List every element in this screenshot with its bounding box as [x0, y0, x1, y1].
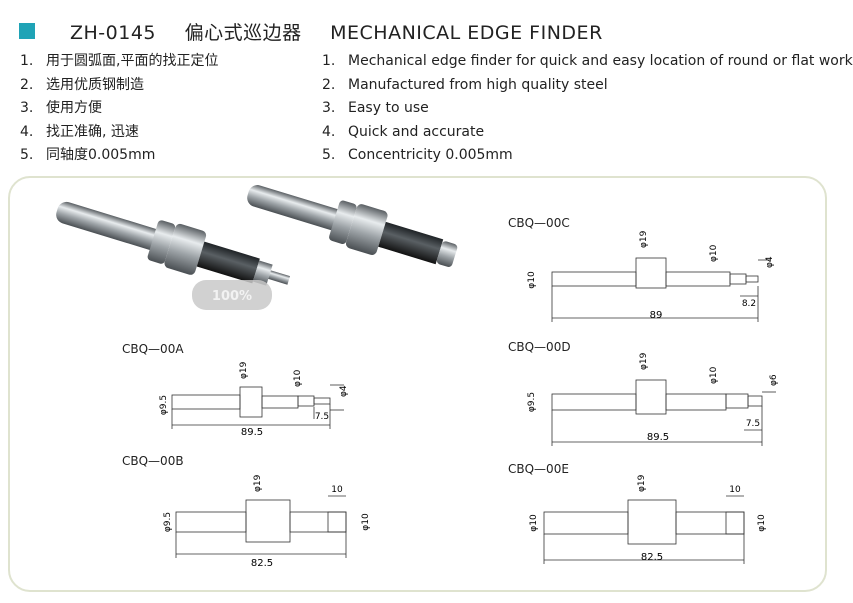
dim-mid-diameter: φ10: [293, 369, 303, 387]
feature-item: 4.找正准确, 迅速: [20, 123, 139, 140]
dim-shank-diameter: φ9.5: [163, 512, 173, 532]
feature-list-english: 1.Mechanical edge finder for quick and e…: [322, 50, 853, 168]
technical-drawing-e: φ10 φ19 10 φ10 82.5: [529, 474, 767, 564]
feature-item: 2.Manufactured from high quality steel: [322, 76, 608, 93]
drawing-label-e: CBQ—00E: [508, 462, 569, 476]
dim-total-length: 89.5: [241, 427, 263, 438]
title-english: MECHANICAL EDGE FINDER: [330, 22, 603, 44]
dim-tip-diameter: φ4: [765, 256, 775, 268]
product-photo: 100%: [56, 185, 458, 310]
drawing-label-c: CBQ—00C: [508, 216, 570, 230]
dim-body-diameter: φ19: [637, 474, 647, 492]
technical-drawing-c: φ10 φ19 φ10 φ4 8.2 89: [527, 230, 775, 322]
drawing-label-b: CBQ—00B: [122, 454, 184, 468]
dim-total-length: 89.5: [647, 432, 669, 443]
dim-tip-length: 7.5: [746, 419, 760, 429]
dim-total-length: 89: [650, 310, 663, 321]
model-number: ZH-0145: [70, 22, 157, 44]
edge-finder-left: [56, 201, 291, 286]
dim-mid-diameter: φ10: [709, 366, 719, 384]
zoom-level: 100%: [212, 289, 252, 304]
dim-body-diameter: φ19: [239, 361, 249, 379]
technical-drawing-a: φ9.5 φ19 φ10 φ4 7.5 89.5: [159, 361, 349, 438]
page-title: ZH-0145 偏心式巡边器 MECHANICAL EDGE FINDER: [70, 18, 625, 45]
technical-drawing-d: φ9.5 φ19 φ10 φ6 7.5 89.5: [527, 352, 779, 446]
dim-shank-diameter: φ9.5: [159, 395, 169, 415]
dim-tip-diameter: φ10: [361, 513, 371, 531]
dim-body-diameter: φ19: [639, 230, 649, 248]
dim-tip-length: 7.5: [315, 412, 329, 422]
title-chinese: 偏心式巡边器: [184, 22, 302, 44]
feature-item: 2.选用优质钢制造: [20, 76, 144, 93]
title-accent-square: [19, 23, 35, 39]
edge-finder-right: [247, 185, 458, 267]
dim-total-length: 82.5: [641, 552, 663, 563]
dim-tip-diameter: φ6: [769, 374, 779, 386]
feature-item: 5.Concentricity 0.005mm: [322, 147, 513, 163]
dim-mid-diameter: φ10: [709, 244, 719, 262]
dim-body-diameter: φ19: [639, 352, 649, 370]
feature-item: 1.用于圆弧面,平面的找正定位: [20, 53, 219, 69]
feature-item: 4.Quick and accurate: [322, 123, 485, 140]
dim-body-diameter: φ19: [253, 474, 263, 492]
feature-item: 3.使用方便: [20, 100, 102, 116]
dim-total-length: 82.5: [251, 558, 273, 569]
dim-shank-diameter: φ9.5: [527, 392, 537, 412]
feature-item: 1.Mechanical edge finder for quick and e…: [322, 53, 853, 69]
drawing-label-d: CBQ—00D: [508, 340, 571, 354]
dim-shank-diameter: φ10: [527, 271, 537, 289]
feature-list-chinese: 1.用于圆弧面,平面的找正定位 2.选用优质钢制造 3.使用方便 4.找正准确,…: [20, 50, 218, 168]
feature-item: 3.Easy to use: [322, 100, 429, 116]
drawing-label-a: CBQ—00A: [122, 342, 184, 356]
dim-tip-diameter: φ10: [757, 514, 767, 532]
dim-tip-length: 10: [331, 485, 343, 495]
dim-tip-length: 8.2: [742, 299, 756, 309]
technical-drawing-b: φ9.5 φ19 10 φ10 82.5: [163, 474, 371, 569]
feature-item: 5.同轴度0.005mm: [20, 147, 156, 163]
zoom-badge: [192, 280, 272, 310]
dim-tip-length: 10: [729, 485, 741, 495]
dim-shank-diameter: φ10: [529, 514, 539, 532]
dim-tip-diameter: φ4: [339, 385, 349, 397]
